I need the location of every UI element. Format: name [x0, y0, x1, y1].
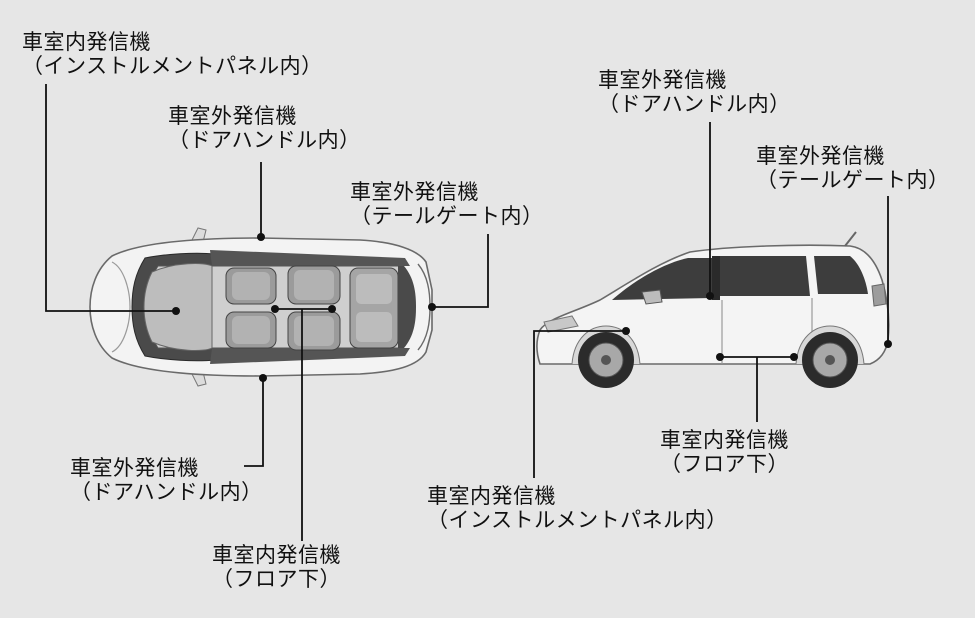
- leader-top-interior-instrument: [45, 84, 176, 312]
- dot-top-floor-rear: [328, 305, 336, 313]
- side-view-vehicle: [536, 231, 890, 388]
- dot-side-floor-rear: [790, 353, 798, 361]
- label-side-exterior-tailgate: 車室外発信機 （テールゲート内）: [756, 144, 950, 192]
- dot-top-instrument-panel: [172, 307, 180, 315]
- transmitter-name: 車室内発信機: [427, 484, 556, 508]
- label-side-exterior-door: 車室外発信機 （ドアハンドル内）: [598, 68, 791, 116]
- transmitter-location: （ドアハンドル内）: [70, 480, 263, 504]
- label-top-interior-instrument: 車室内発信機 （インストルメントパネル内）: [22, 30, 323, 78]
- dot-top-door-handle-lower: [259, 374, 267, 382]
- transmitter-name: 車室外発信機: [598, 68, 727, 92]
- label-top-interior-floor: 車室内発信機 （フロア下）: [212, 543, 341, 591]
- dot-side-floor-front: [716, 353, 724, 361]
- transmitter-name: 車室内発信機: [22, 30, 151, 54]
- transmitter-location: （テールゲート内）: [350, 204, 544, 228]
- transmitter-location: （フロア下）: [660, 452, 789, 476]
- transmitter-name: 車室内発信機: [212, 543, 341, 567]
- leader-top-exterior-tailgate: [432, 234, 489, 308]
- dot-side-tailgate: [884, 340, 892, 348]
- transmitter-name: 車室外発信機: [756, 144, 885, 168]
- transmitter-location: （インストルメントパネル内）: [427, 508, 728, 532]
- transmitter-name: 車室外発信機: [70, 456, 199, 480]
- transmitter-location: （インストルメントパネル内）: [22, 54, 323, 78]
- transmitter-location: （テールゲート内）: [756, 168, 950, 192]
- dot-top-tailgate: [428, 303, 436, 311]
- transmitter-name: 車室内発信機: [660, 428, 789, 452]
- transmitter-location: （ドアハンドル内）: [168, 128, 361, 152]
- transmitter-name: 車室外発信機: [168, 104, 297, 128]
- transmitter-location: （フロア下）: [212, 567, 341, 591]
- transmitter-location: （ドアハンドル内）: [598, 92, 791, 116]
- label-top-exterior-tailgate: 車室外発信機 （テールゲート内）: [350, 180, 544, 228]
- top-view-vehicle: [89, 227, 433, 387]
- transmitter-name: 車室外発信機: [350, 180, 479, 204]
- leader-top-exterior-door-lower: [244, 378, 264, 467]
- label-side-interior-floor: 車室内発信機 （フロア下）: [660, 428, 789, 476]
- dot-side-instrument-panel: [622, 327, 630, 335]
- leader-lines: [45, 84, 889, 541]
- label-side-interior-instrument: 車室内発信機 （インストルメントパネル内）: [427, 484, 728, 532]
- label-top-exterior-door-upper: 車室外発信機 （ドアハンドル内）: [168, 104, 361, 152]
- dot-side-door-handle: [706, 292, 714, 300]
- transmitter-dots: [172, 233, 892, 382]
- dot-top-floor-front: [271, 305, 279, 313]
- leader-side-interior-instrument: [533, 330, 626, 478]
- dot-top-door-handle-upper: [257, 233, 265, 241]
- label-top-exterior-door-lower: 車室外発信機 （ドアハンドル内）: [70, 456, 263, 504]
